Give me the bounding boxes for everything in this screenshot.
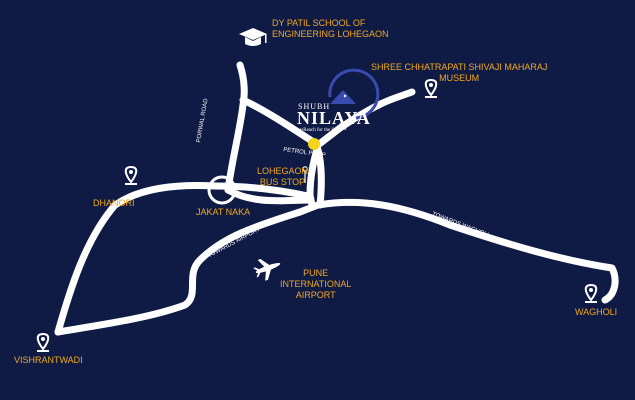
bus-stop-sign-icon <box>302 166 308 183</box>
brand-tagline: •••Reach for the Stars••• <box>298 128 347 133</box>
road-wagholi <box>314 198 619 304</box>
place-label-vishrantwadi: VISHRANTWADI <box>14 355 83 365</box>
brand-line2: NILAYA <box>297 108 371 128</box>
road-bus-stop-b <box>314 146 325 209</box>
road-vishrantwadi-dhanori <box>54 182 219 336</box>
place-label-airport: PUNE INTERNATIONAL AIRPORT <box>280 268 352 300</box>
place-label-wagholi: WAGHOLI <box>575 307 618 317</box>
jakat-naka-roundabout <box>207 175 237 205</box>
road-jakat-to-petrol <box>224 186 314 205</box>
place-label-school: DY PATIL SCHOOL OF ENGINEERING LOHEGAON <box>272 18 389 39</box>
dhanori-pin-icon <box>124 165 138 185</box>
place-label-bus-stop: LOHEGAON BUS STOP <box>257 166 309 187</box>
wagholi-pin-icon <box>584 283 598 303</box>
museum-pin-icon <box>424 78 438 98</box>
place-label-museum: SHREE CHHATRAPATI SHIVAJI MAHARAJ MUSEUM <box>371 62 548 83</box>
place-label-dhanori: DHANORI <box>93 198 135 208</box>
shubh-nilaya-logo-icon <box>328 68 380 120</box>
vishrantwadi-pin-icon <box>36 332 50 352</box>
graduation-cap-icon <box>239 28 267 46</box>
project-location-marker <box>308 138 320 150</box>
airplane-icon <box>253 259 281 281</box>
road-museum <box>314 88 416 149</box>
road-vishrantwadi-airport <box>54 208 304 336</box>
road-porwal <box>224 61 248 194</box>
place-label-jakat-naka: JAKAT NAKA <box>196 207 251 217</box>
brand-line1: SHUBH <box>298 102 331 111</box>
